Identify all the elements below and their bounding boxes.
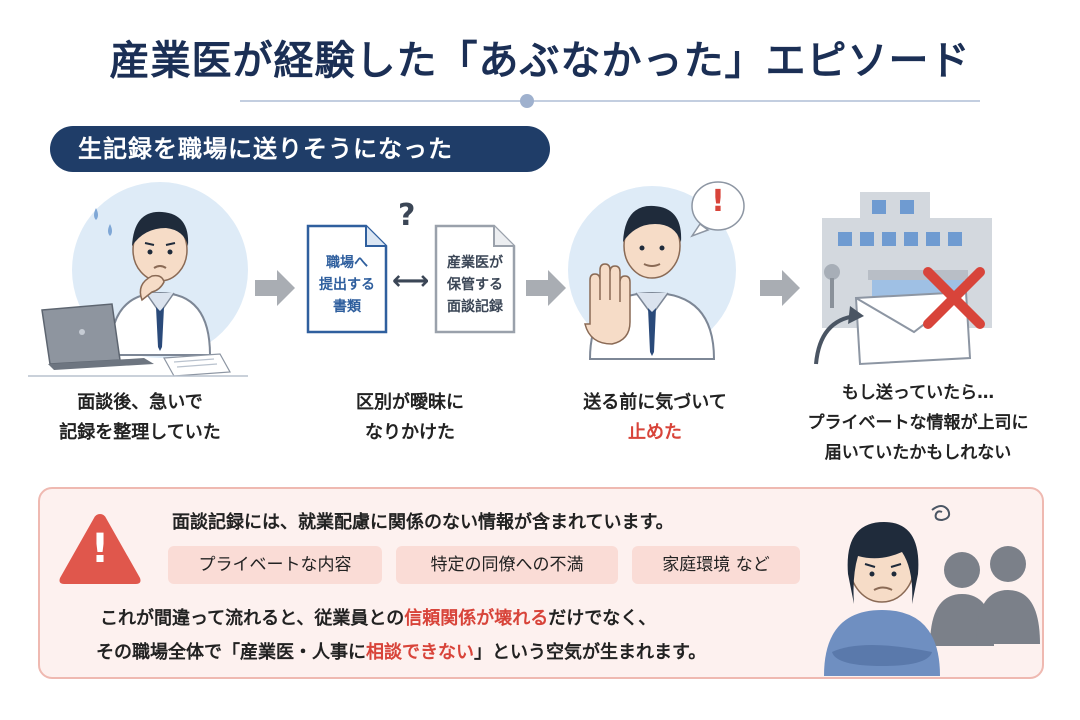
step-2-caption: 区別が曖昧に なりかけた xyxy=(300,388,520,448)
step-4-line3: 届いていたかもしれない xyxy=(824,443,1012,463)
step-4-line2: プライベートな情報が上司に xyxy=(807,413,1029,433)
office-building-envelope-illustration xyxy=(814,192,992,366)
exchange-arrow-icon: ⟷ xyxy=(392,266,430,296)
body1-pre: これが間違って流れると、従業員との xyxy=(100,608,405,629)
step-3-line1: 送る前に気づいて xyxy=(583,392,727,413)
doc2-line3: 面談記録 xyxy=(447,299,503,315)
step-2-line1: 区別が曖昧に xyxy=(356,392,464,413)
tag-family-environment: 家庭環境 など xyxy=(632,546,800,584)
doc2-line2: 保管する xyxy=(447,277,503,293)
step-3-line2-emphasis: 止めた xyxy=(628,422,682,443)
step-1-line1: 面談後、急いで xyxy=(77,392,203,413)
body2-pre: その職場全体で「産業医・人事に xyxy=(96,642,366,663)
doctor-stop-hand-illustration xyxy=(568,181,745,360)
body1-emphasis: 信頼関係が壊れる xyxy=(404,608,549,629)
flow-arrow-icon xyxy=(255,270,295,306)
body1-post: だけでなく、 xyxy=(548,608,657,629)
warning-body-line2: その職場全体で「産業医・人事に相談できない」という空気が生まれます。 xyxy=(96,638,706,664)
section-label: 生記録を職場に送りそうになった xyxy=(50,126,550,172)
worried-employee-illustration xyxy=(824,505,1040,676)
document-kept-by-occupational-physician: 産業医が 保管する 面談記録 xyxy=(434,224,516,334)
warning-headline: 面談記録には、就業配慮に関係のない情報が含まれています。 xyxy=(172,512,674,533)
tag-coworker-complaint: 特定の同僚への不満 xyxy=(396,546,618,584)
document-provided-to-workplace: 職場へ 提出する 書類 xyxy=(306,224,388,334)
warning-body-line1: これが間違って流れると、従業員との信頼関係が壊れるだけでなく、 xyxy=(100,604,656,630)
doctor-at-laptop-illustration xyxy=(28,182,248,377)
step-4-line1: もし送っていたら… xyxy=(841,383,995,403)
document-icon xyxy=(434,224,516,334)
title-divider-dot xyxy=(520,94,534,108)
warning-triangle-icon xyxy=(59,514,141,584)
step-2-line2: なりかけた xyxy=(365,422,455,443)
step-1-caption: 面談後、急いで 記録を整理していた xyxy=(20,388,260,448)
question-mark: ? xyxy=(398,198,416,233)
title-divider xyxy=(240,100,980,102)
tag-private-content: プライベートな内容 xyxy=(168,546,382,584)
step-4-caption: もし送っていたら… プライベートな情報が上司に 届いていたかもしれない xyxy=(778,378,1058,468)
doc1-line1: 職場へ xyxy=(326,255,368,271)
doc1-line2: 提出する xyxy=(319,277,375,293)
step-3-caption: 送る前に気づいて 止めた xyxy=(545,388,765,448)
doc1-line3: 書類 xyxy=(333,299,361,315)
page-title: 産業医が経験した「あぶなかった」エピソード xyxy=(109,38,971,84)
body2-post: 」という空気が生まれます。 xyxy=(474,642,707,663)
flow-arrow-icon xyxy=(526,270,566,306)
warning-exclamation: ! xyxy=(90,526,110,572)
doc2-line1: 産業医が xyxy=(447,255,503,271)
alert-exclamation: ! xyxy=(711,184,725,219)
body2-emphasis: 相談できない xyxy=(366,642,474,663)
document-icon xyxy=(306,224,388,334)
step-1-line2: 記録を整理していた xyxy=(59,422,221,443)
flow-arrow-icon xyxy=(760,270,800,306)
